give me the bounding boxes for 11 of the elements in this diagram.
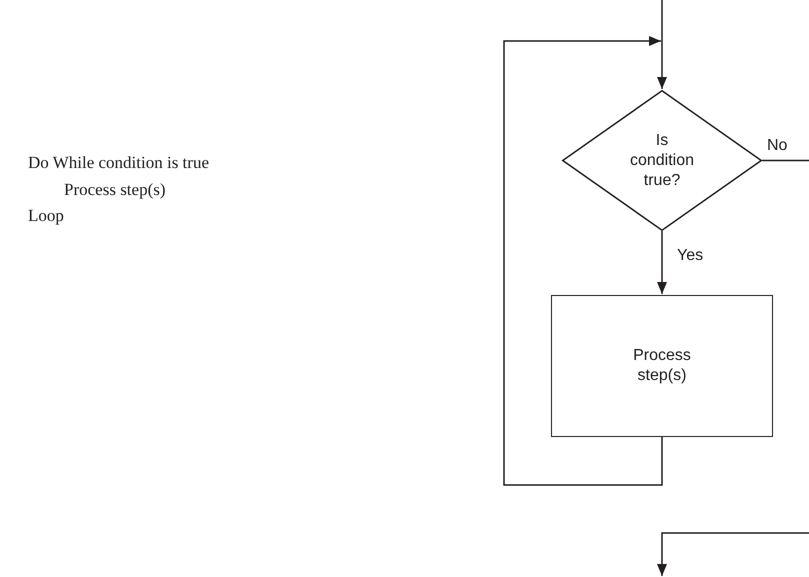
pseudocode-line: Process step(s) [63,178,167,201]
node-text: Is condition true? [628,130,696,190]
process-box [551,295,773,437]
decision-diamond [562,90,762,231]
pseudocode-line: Loop [28,205,65,227]
pseudocode-line: Do While condition is true [28,152,209,174]
arrow [503,36,663,486]
node-text: Process step(s) [632,346,692,386]
arrow [657,0,667,89]
arrow [657,160,809,576]
arrow [657,231,667,294]
